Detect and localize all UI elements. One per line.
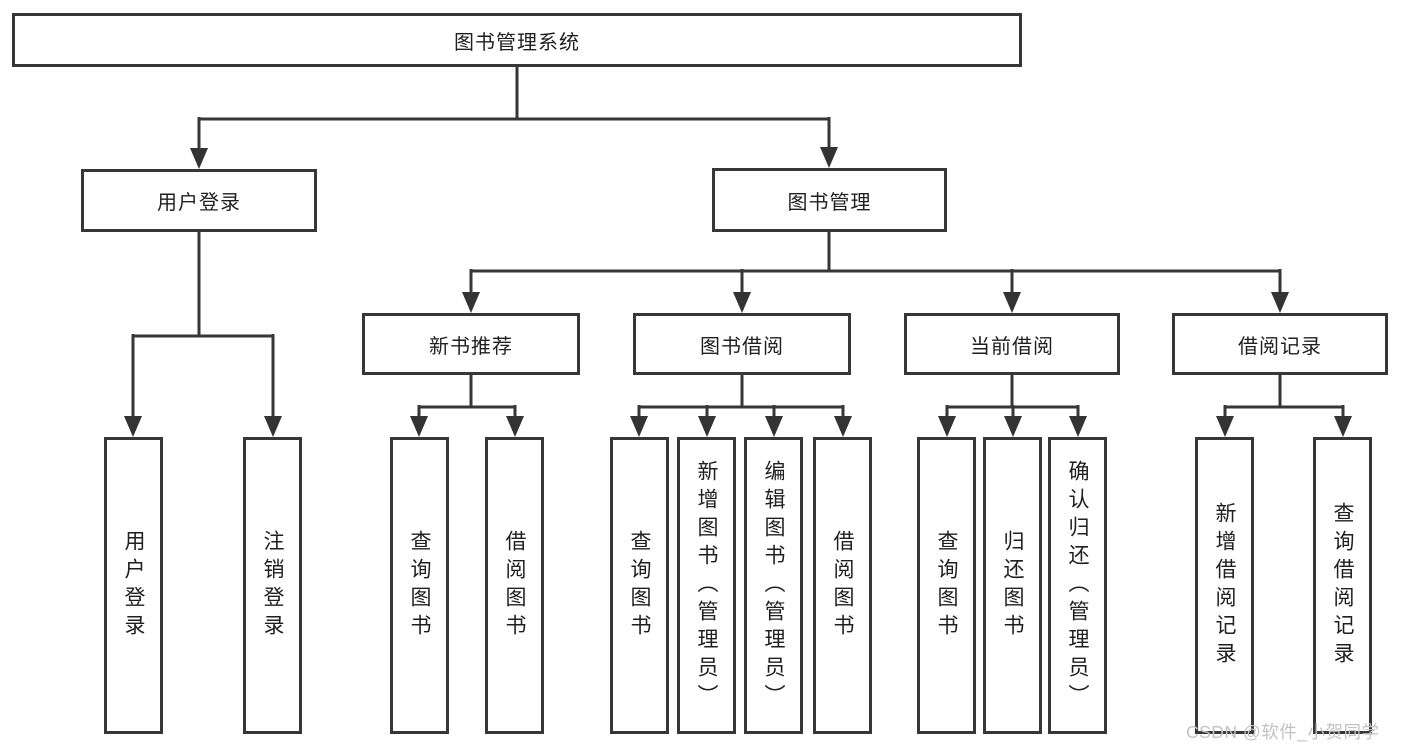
leaf-confirm-return-admin: 确认归还（管理员） [1048, 437, 1107, 734]
csdn-watermark: CSDN @软件_小贺同学 [1186, 722, 1380, 742]
node-new-book-recommendation: 新书推荐 [362, 313, 580, 375]
leaf-edit-book-admin: 编辑图书（管理员） [744, 437, 803, 734]
leaf-logout: 注销登录 [243, 437, 302, 734]
leaf-borrow-books-borrowing: 借阅图书 [813, 437, 872, 734]
leaf-add-book-admin: 新增图书（管理员） [677, 437, 736, 734]
node-book-borrowing: 图书借阅 [633, 313, 851, 375]
leaf-user-login: 用户登录 [104, 437, 163, 734]
node-book-management: 图书管理 [712, 168, 947, 232]
leaf-add-borrow-record: 新增借阅记录 [1195, 437, 1254, 734]
leaf-borrow-books-recommend: 借阅图书 [485, 437, 544, 734]
leaf-query-books-recommend: 查询图书 [390, 437, 449, 734]
leaf-query-borrow-record: 查询借阅记录 [1313, 437, 1372, 734]
leaf-query-books-current: 查询图书 [917, 437, 976, 734]
node-user-login: 用户登录 [81, 169, 317, 232]
node-borrowing-records: 借阅记录 [1172, 313, 1388, 375]
node-current-borrowing: 当前借阅 [904, 313, 1120, 375]
node-library-management-system: 图书管理系统 [12, 13, 1022, 67]
leaf-query-books-borrowing: 查询图书 [610, 437, 669, 734]
leaf-return-books: 归还图书 [983, 437, 1042, 734]
